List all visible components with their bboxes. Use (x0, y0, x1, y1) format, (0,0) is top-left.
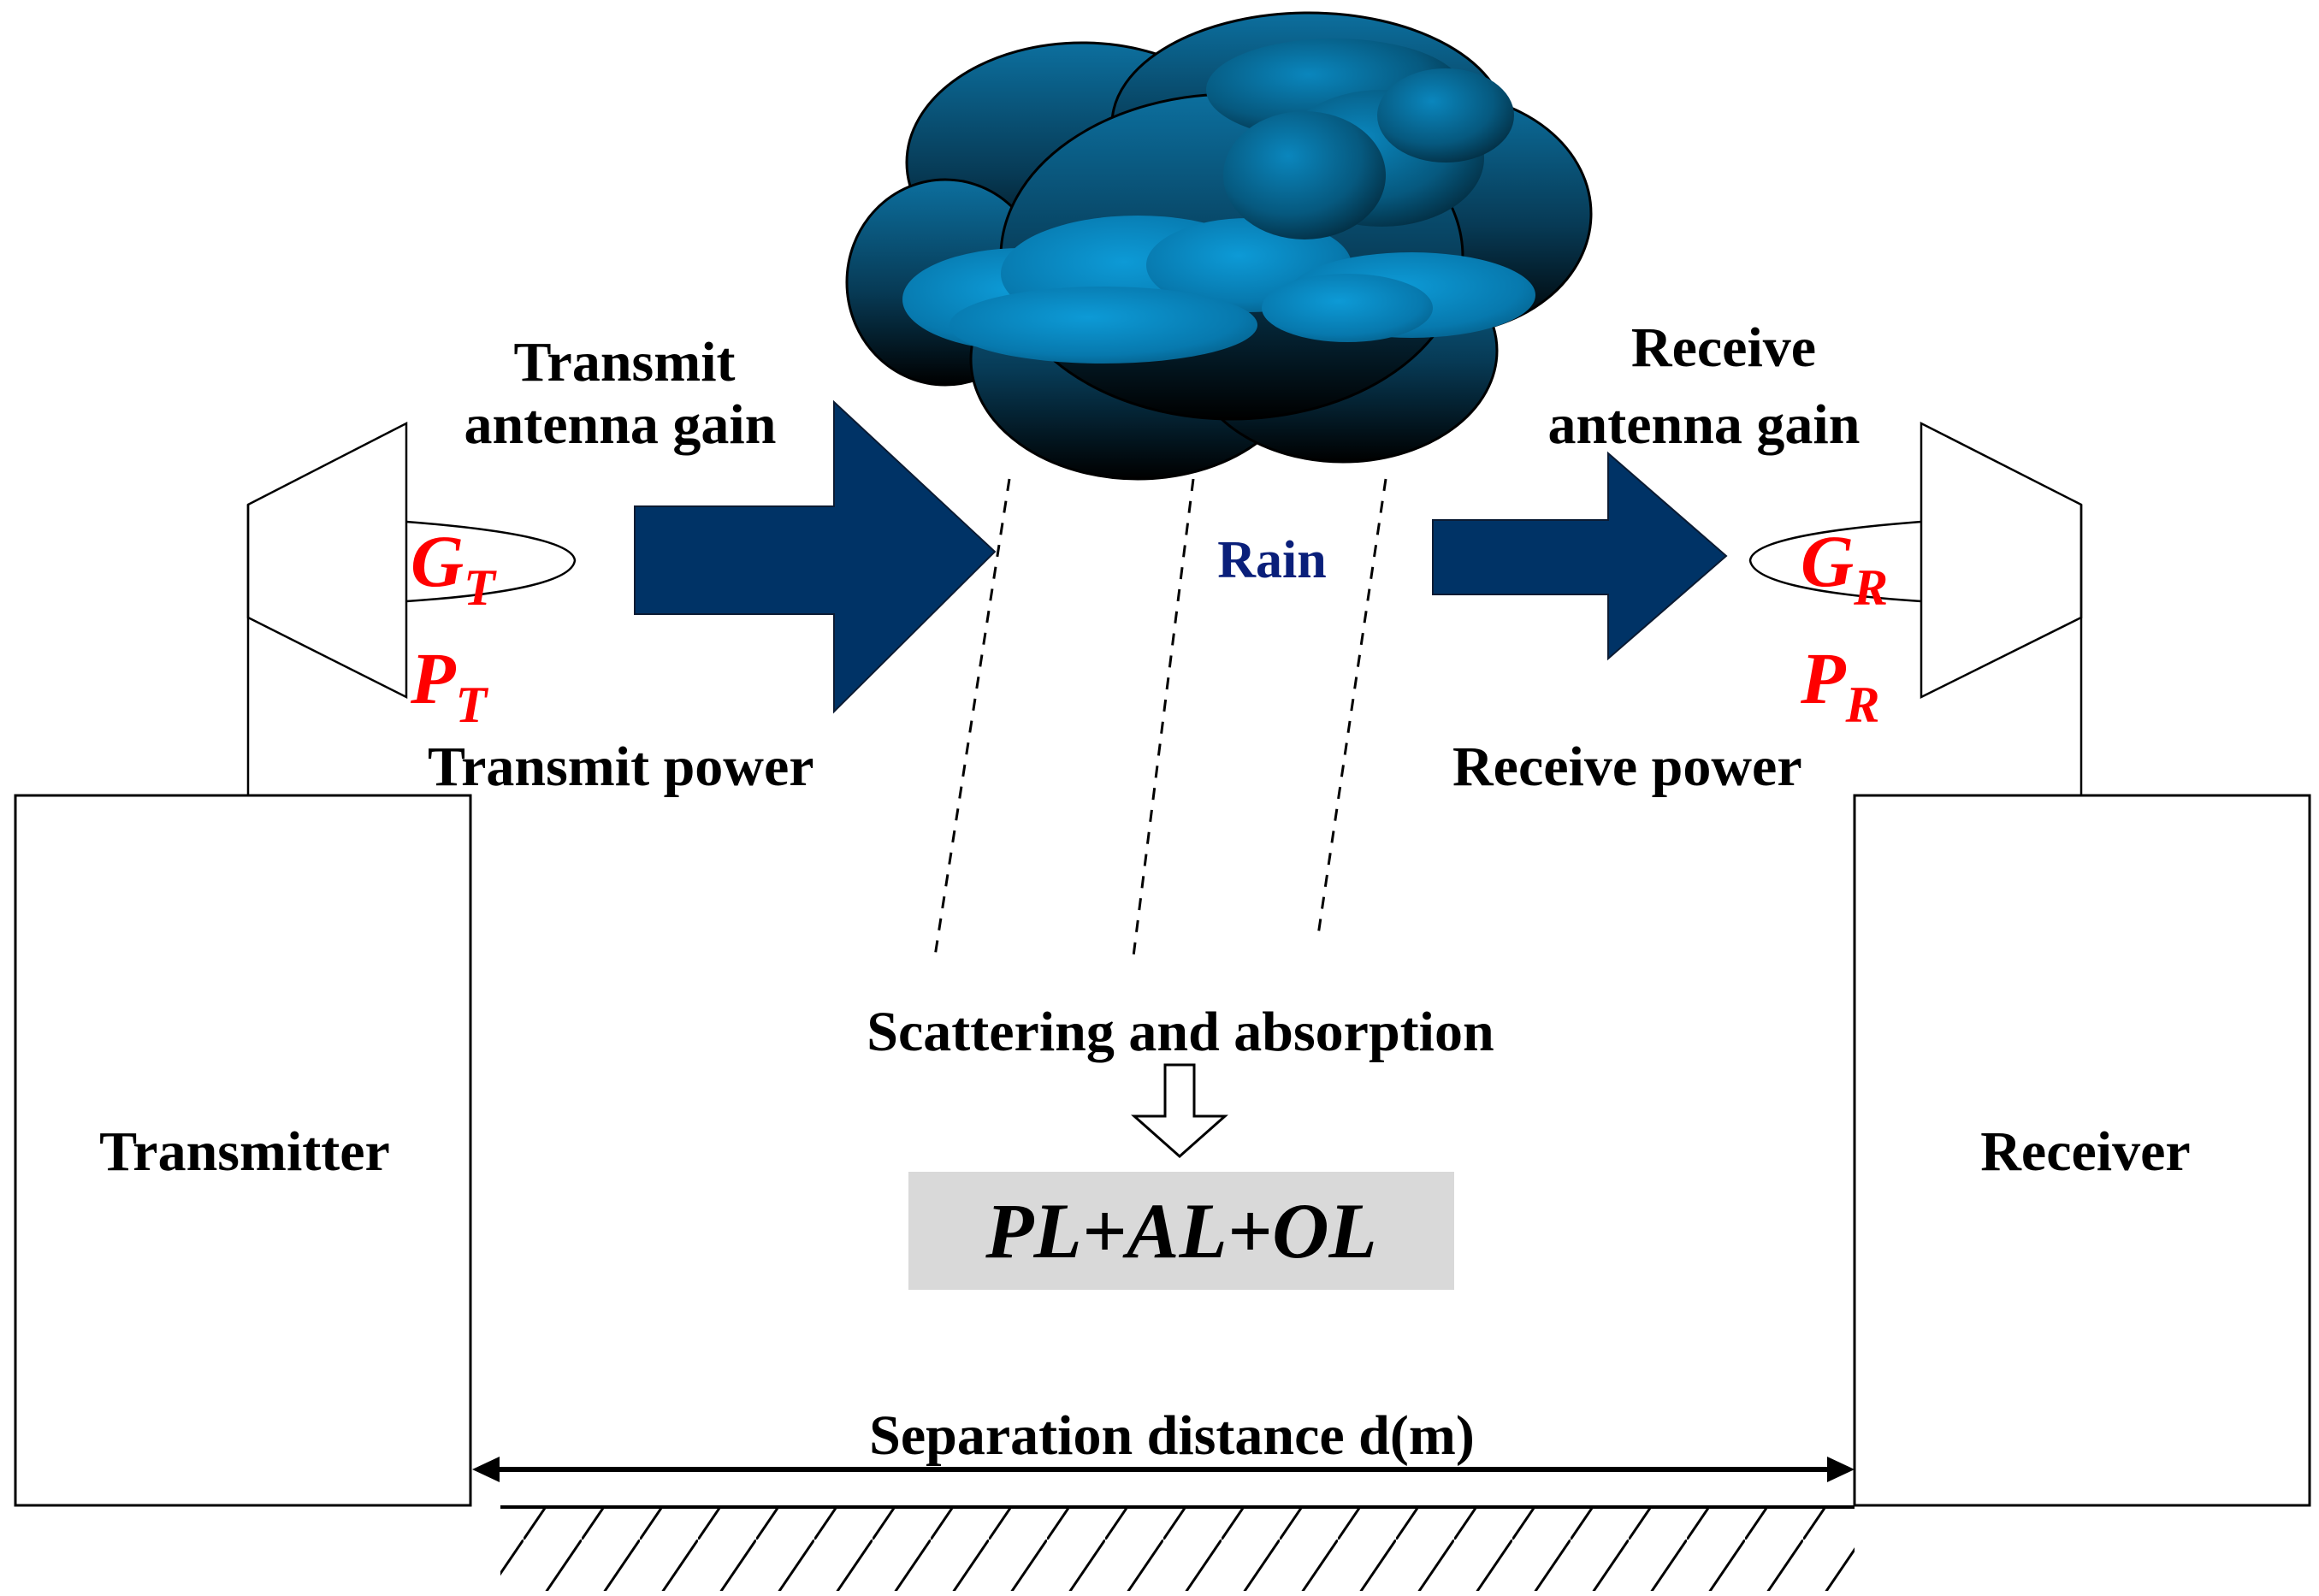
rain-lines (933, 478, 1387, 957)
receive-arrow (1432, 451, 1728, 661)
formula-box (908, 1172, 1454, 1290)
receive-power-label: Receive power (1452, 736, 1802, 798)
transmitter-label: Transmitter (99, 1120, 390, 1183)
transmit-gain-label-line1: Transmit (513, 331, 735, 393)
transmitter-box (14, 794, 472, 1507)
receive-gain-symbol: GR (1801, 520, 1888, 616)
receive-power-symbol: PR (1800, 637, 1880, 733)
rain-label: Rain (1217, 531, 1326, 589)
transmit-power-label: Transmit power (428, 736, 814, 798)
storm-cloud-icon (845, 11, 1593, 481)
separation-distance-label: Separation distance d(m) (869, 1404, 1475, 1467)
loss-formula: PL+AL+OL (985, 1187, 1376, 1274)
receive-horn-antenna-icon (1748, 421, 2083, 700)
double-arrow-icon (472, 1457, 1855, 1482)
hollow-down-arrow-icon (1131, 1063, 1228, 1159)
transmit-horn-antenna-icon (246, 421, 577, 700)
transmit-power-symbol: PT (410, 637, 489, 733)
receive-gain-label-line1: Receive (1631, 316, 1816, 379)
scattering-label: Scattering and absorption (867, 1001, 1494, 1063)
transmit-gain-label-line2: antenna gain (464, 393, 777, 456)
transmit-arrow (634, 399, 997, 714)
transmit-gain-symbol: GT (411, 520, 497, 616)
receiver-label: Receiver (1980, 1120, 2190, 1183)
receiver-box (1853, 794, 2311, 1507)
receive-gain-label-line2: antenna gain (1548, 393, 1861, 456)
ground-hatch-icon (500, 1505, 1855, 1591)
